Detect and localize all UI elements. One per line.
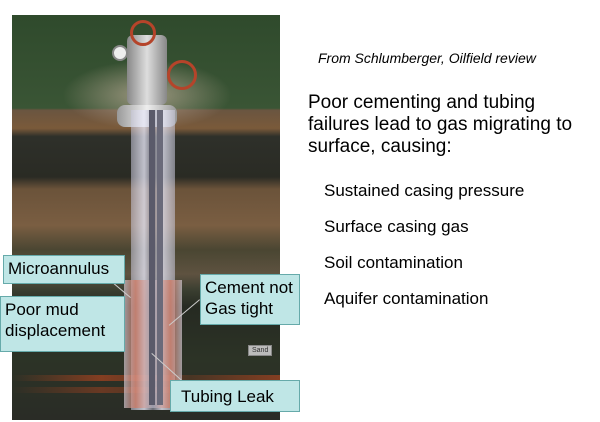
tubing [149,110,155,405]
sand-label: Sand [248,345,273,356]
bullet-item: Soil contamination [324,253,463,272]
bullet-item: Aquifer contamination [324,289,489,308]
callout-tubing-leak: Tubing Leak [170,380,300,412]
callout-text: Tubing Leak [181,387,274,406]
callout-text: Cement not [205,278,293,297]
bullet-item: Surface casing gas [324,217,469,236]
callout-text: displacement [5,321,106,340]
valve-wheel-icon [167,60,197,90]
bullet-item: Sustained casing pressure [324,181,525,200]
wellbore-illustration: Sand [12,15,280,420]
tubing [157,110,163,405]
callout-text: Gas tight [205,299,274,318]
callout-text: Poor mud [5,300,79,319]
main-text: Poor cementing and tubing failures lead … [308,92,573,157]
wellhead [127,35,167,105]
callout-microannulus: Microannulus [3,255,125,284]
callout-poor-mud: Poor mud displacement [0,296,125,352]
pressure-gauge-icon [112,45,128,61]
valve-wheel-icon [130,20,156,46]
source-note: From Schlumberger, Oilfield review [318,50,536,66]
callout-text: Microannulus [8,259,110,278]
